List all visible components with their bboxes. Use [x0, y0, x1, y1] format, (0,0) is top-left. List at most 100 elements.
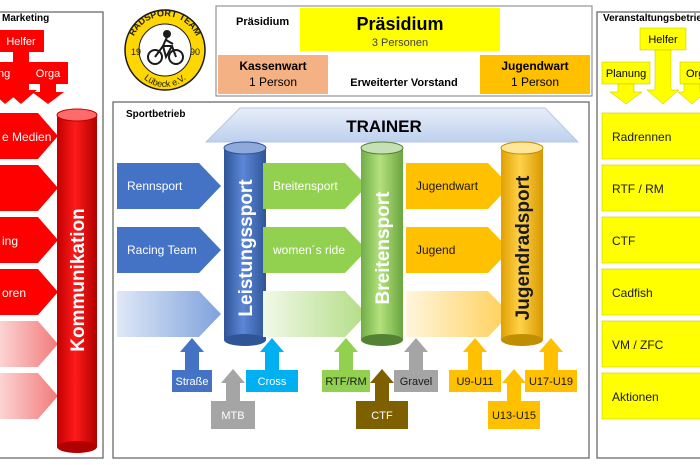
veranstaltung-item-label: VM / ZFC [612, 338, 664, 352]
praesidium-block: Präsidium Präsidium 3 Personen Kassenwar… [215, 5, 593, 97]
kommunikation-label: Kommunikation [68, 208, 89, 352]
pillar-3-item-2 [406, 227, 510, 273]
pillar-2-sub-3 [394, 338, 438, 392]
planung-label: Planung [606, 68, 646, 80]
kommunikation-cylinder-top [56, 108, 98, 122]
marketing-orga-label: Orga [36, 68, 61, 80]
pillar-1-sub-2 [211, 369, 255, 429]
veranstaltung-orga-label: Orga [686, 68, 700, 80]
marketing-orga-arrow [32, 84, 64, 104]
pillar-3-cylinder-bottom [501, 334, 543, 346]
pillar-3-sub-3 [525, 338, 577, 392]
marketing-item-1 [0, 113, 58, 159]
pillar-1-label: Leistungssport [236, 179, 257, 317]
pillar-2-cylinder-bottom [361, 334, 403, 346]
pillar-sub-label: U9-U11 [456, 376, 493, 388]
pillar-item-label: women´s ride [272, 243, 345, 257]
veranstaltung-item-label: Cadfish [612, 286, 653, 300]
planung-arrow [609, 83, 643, 105]
marketing-item-label: e Medien [2, 130, 51, 144]
pillar-item-label: Jugend [416, 243, 455, 257]
pillar-sub-label: CTF [371, 410, 393, 422]
logo-year-left: 19 [131, 47, 141, 57]
pillar-item-label: Rennsport [127, 179, 183, 193]
praesidium-box [300, 8, 500, 51]
pillar-sub-label: Straße [175, 376, 208, 388]
club-logo: RADSPORT TEAM Lübeck e.V. 19 90 [124, 8, 206, 91]
veranstaltung-title: Veranstaltungsbetrieb [603, 13, 700, 24]
pillar-1-sub-3 [246, 338, 298, 392]
pillar-2-sub-1 [322, 338, 370, 392]
pillar-3-cylinder [501, 148, 543, 340]
pillar-3-cylinder-top [500, 141, 544, 155]
marketing-item-label: oren [2, 286, 26, 300]
erweiterter-vorstand-label: Erweiterter Vorstand [350, 77, 457, 89]
pillar-sub-label: U13-U15 [492, 410, 536, 422]
marketing-left-arrow [0, 84, 20, 104]
veranstaltung-item-1 [601, 112, 700, 160]
pillar-2-cylinder-top [360, 141, 404, 155]
marketing-helfer-label: Helfer [6, 36, 36, 48]
pillar-2-item-3 [263, 291, 367, 337]
kommunikation-cylinder-bottom [57, 441, 97, 453]
marketing-item-4 [0, 269, 58, 315]
veranstaltung-orga-arrow [677, 83, 700, 105]
marketing-box-left [0, 62, 14, 84]
marketing-item-5 [0, 321, 58, 367]
logo-year-right: 90 [190, 47, 200, 57]
marketing-left-label: ng [0, 68, 10, 80]
pillar-item-label: Jugendwart [416, 179, 479, 193]
jugendwart-box [480, 55, 590, 94]
pillar-3-label: Jugendradsport [513, 175, 534, 320]
pillar-sub-label: MTB [221, 410, 244, 422]
jugendwart-title: Jugendwart [501, 59, 568, 73]
marketing-panel: Marketing Helfer ng Orga e Medien ing oren… [0, 11, 104, 459]
veranstaltung-item-label: Radrennen [612, 130, 671, 144]
pillar-item-label: Breitensport [273, 179, 338, 193]
veranstaltung-helfer-arrow [646, 49, 680, 105]
veranstaltung-panel: Veranstaltungsbetrieb Helfer Planung Org… [596, 11, 700, 459]
veranstaltung-item-2 [601, 164, 700, 212]
veranstaltung-item-label: RTF / RM [612, 182, 664, 196]
pillar-sub-label: RTF/RM [325, 376, 366, 388]
praesidium-subtitle: 3 Personen [372, 37, 428, 49]
veranstaltung-item-4 [601, 268, 700, 316]
pillar-item-label: Racing Team [127, 243, 197, 257]
veranstaltung-item-5 [601, 320, 700, 368]
cyclist-icon [147, 30, 184, 65]
pillar-sub-label: Gravel [400, 376, 432, 388]
pillar-1-cylinder-top [223, 141, 267, 155]
veranstaltung-item-3 [601, 216, 700, 264]
veranstaltung-item-label: Aktionen [612, 390, 659, 404]
trainer-banner [204, 107, 580, 143]
pillar-1-sub-1 [172, 338, 212, 392]
sport-title: Sportbetrieb [126, 109, 185, 120]
pillar-3-item-3 [406, 291, 510, 337]
pillar-3-sub-2 [488, 369, 540, 429]
pillar-1-cylinder-bottom [224, 334, 266, 346]
trainer-label: TRAINER [346, 117, 422, 136]
pillar-sub-label: U17-U19 [529, 376, 573, 388]
pillar-1-item-2 [117, 227, 221, 273]
marketing-item-6 [0, 373, 58, 419]
pillar-2-sub-2 [356, 369, 408, 429]
marketing-item-3 [0, 217, 58, 263]
marketing-orga-box [28, 62, 68, 84]
kassenwart-box [218, 55, 328, 94]
pillar-1-item-3 [117, 291, 221, 337]
praesidium-small-label: Präsidium [236, 16, 289, 28]
pillar-1-item-1 [117, 163, 221, 209]
marketing-item-label: ing [2, 234, 18, 248]
pillar-1-cylinder [224, 148, 266, 340]
logo-bottom-text: Lübeck e.V. [142, 72, 187, 89]
marketing-item-2 [0, 165, 58, 211]
pillar-2-item-1 [263, 163, 367, 209]
veranstaltung-item-label: CTF [612, 234, 635, 248]
marketing-title: Marketing [2, 13, 49, 24]
pillar-3-item-1 [406, 163, 510, 209]
kassenwart-count: 1 Person [249, 75, 297, 89]
pillar-2-cylinder [361, 148, 403, 340]
jugendwart-count: 1 Person [511, 75, 559, 89]
